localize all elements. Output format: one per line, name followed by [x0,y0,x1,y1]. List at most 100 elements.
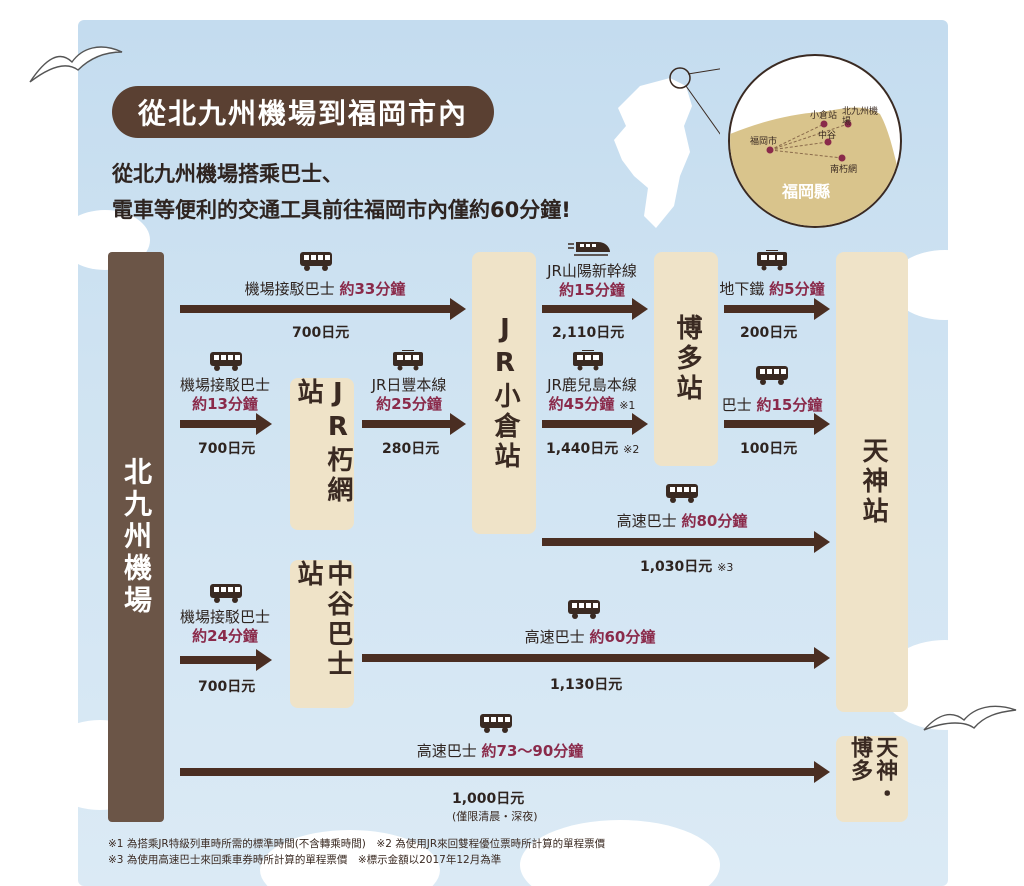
route-arrow [362,647,830,669]
bus-icon [666,484,698,503]
route-label: 高速巴士 約73〜90分鐘 [380,740,620,761]
route-price: 2,110日元 [552,325,625,341]
bus-icon [300,252,332,271]
route-duration: 約73〜90分鐘 [481,742,584,760]
cloud [890,250,1000,320]
map-region-label: 福岡縣 [782,182,831,201]
bus-icon [210,352,242,371]
route-name: JR鹿兒島本線 [547,376,637,394]
route-arrow [542,531,830,553]
route-label: JR鹿兒島本線 約45分鐘 ※1 [532,376,652,414]
route-price: 700日元 [292,325,350,341]
route-price: 1,130日元 [550,677,623,693]
route-label: 地下鐵 約5分鐘 [712,278,832,299]
subtitle-line2: 電車等便利的交通工具前往福岡市內僅約60分鐘! [112,198,571,222]
route-price: 1,440日元 ※2 [546,438,639,458]
footnote-mark: ※3 [717,561,734,574]
route-name: JR山陽新幹線 [547,262,637,280]
station-label: JR朽網站 [293,378,353,506]
map-label-nakatani: 中谷 [818,131,837,141]
train-icon [393,350,423,371]
kyushu-map-icon [614,67,720,228]
station-tenjin: 天神站 [836,252,908,712]
route-label: 高速巴士 約60分鐘 [490,626,690,647]
route-label: JR山陽新幹線 約15分鐘 [532,262,652,300]
station-jr-kutsumi: JR朽網站 [290,378,354,530]
route-duration: 約60分鐘 [589,628,656,646]
bus-icon [210,584,242,603]
cloud [260,830,440,886]
route-name: 機場接駁巴士 [179,608,270,626]
route-arrow [724,413,830,435]
route-label: JR日豐本線 約25分鐘 [354,376,464,414]
station-kitakyushu-airport: 北九州機場 [108,252,164,822]
map-label-airport: 北九州機場 [842,107,879,127]
cloud [520,820,720,886]
route-arrow [542,413,648,435]
route-price: 1,030日元 ※3 [640,556,733,576]
station-label: 天神・博多 [847,736,898,805]
price-value: 1,030日元 [640,559,713,575]
route-price: 700日元 [198,679,256,695]
route-duration: 約33分鐘 [339,280,406,298]
route-name: 地下鐵 [719,280,765,298]
route-arrow [362,413,466,435]
route-arrow [180,413,272,435]
route-label: 巴士 約15分鐘 [712,394,832,415]
station-label: JR小倉站 [489,314,520,472]
route-name: 機場接駁巴士 [244,280,335,298]
bus-icon [480,714,512,733]
route-label: 機場接駁巴士 約33分鐘 [180,278,470,299]
route-duration: 約45分鐘 [548,394,615,413]
route-duration: 約15分鐘 [559,280,625,299]
station-tenjin-hakata: 天神・博多 [836,736,908,822]
route-duration: 約15分鐘 [756,396,823,414]
route-duration: 約25分鐘 [376,394,442,413]
route-price: 700日元 [198,441,256,457]
route-price: 1,000日元 [452,791,525,807]
footnote-mark: ※1 [619,398,636,412]
route-duration: 約24分鐘 [192,626,258,645]
footnote-mark: ※2 [623,443,640,456]
bus-icon [756,366,788,385]
route-price: 100日元 [740,441,798,457]
footnote-line1: ※1 為搭乘JR特級列車時所需的標準時間(不含轉乘時間) ※2 為使用JR來回雙… [108,838,606,850]
route-name: 高速巴士 [524,628,585,646]
subtitle-line1: 從北九州機場搭乘巴士、 [112,162,343,186]
station-hakata: 博多站 [654,252,718,466]
route-arrow [180,761,830,783]
station-label: 博多站 [671,314,702,404]
route-name: 機場接駁巴士 [179,376,270,394]
route-duration: 約5分鐘 [769,280,825,298]
station-label: 天神站 [857,437,888,527]
route-name: 高速巴士 [616,512,677,530]
map-label-minami-kutsumi: 南朽網 [830,165,858,175]
train-icon [573,350,603,371]
route-price: 200日元 [740,325,798,341]
map-label-fukuoka-city: 福岡市 [750,137,778,147]
seagull-icon [923,705,1017,731]
route-label: 機場接駁巴士 約24分鐘 [170,608,280,646]
price-value: 1,440日元 [546,441,619,457]
route-name: JR日豐本線 [371,376,447,394]
route-arrow [724,298,830,320]
inset-map: 小倉站 北九州機場 中谷 福岡市 南朽網 福岡縣 [728,54,902,228]
route-price: 280日元 [382,441,440,457]
route-label: 高速巴士 約80分鐘 [582,510,782,531]
route-name: 巴士 [721,396,752,414]
route-name: 高速巴士 [416,742,477,760]
route-label: 機場接駁巴士 約13分鐘 [170,376,280,414]
route-arrow [180,649,272,671]
shinkansen-icon [568,242,610,256]
bus-icon [568,600,600,619]
route-price-note: (僅限清晨・深夜) [452,810,538,823]
route-arrow [542,298,648,320]
route-duration: 約13分鐘 [192,394,258,413]
train-icon [757,250,787,271]
page-title: 從北九州機場到福岡市內 [112,86,494,138]
station-jr-kokura: JR小倉站 [472,252,536,534]
station-label: 中谷巴士站 [293,560,353,680]
station-label: 北九州機場 [120,457,153,617]
seagull-icon [29,46,123,83]
